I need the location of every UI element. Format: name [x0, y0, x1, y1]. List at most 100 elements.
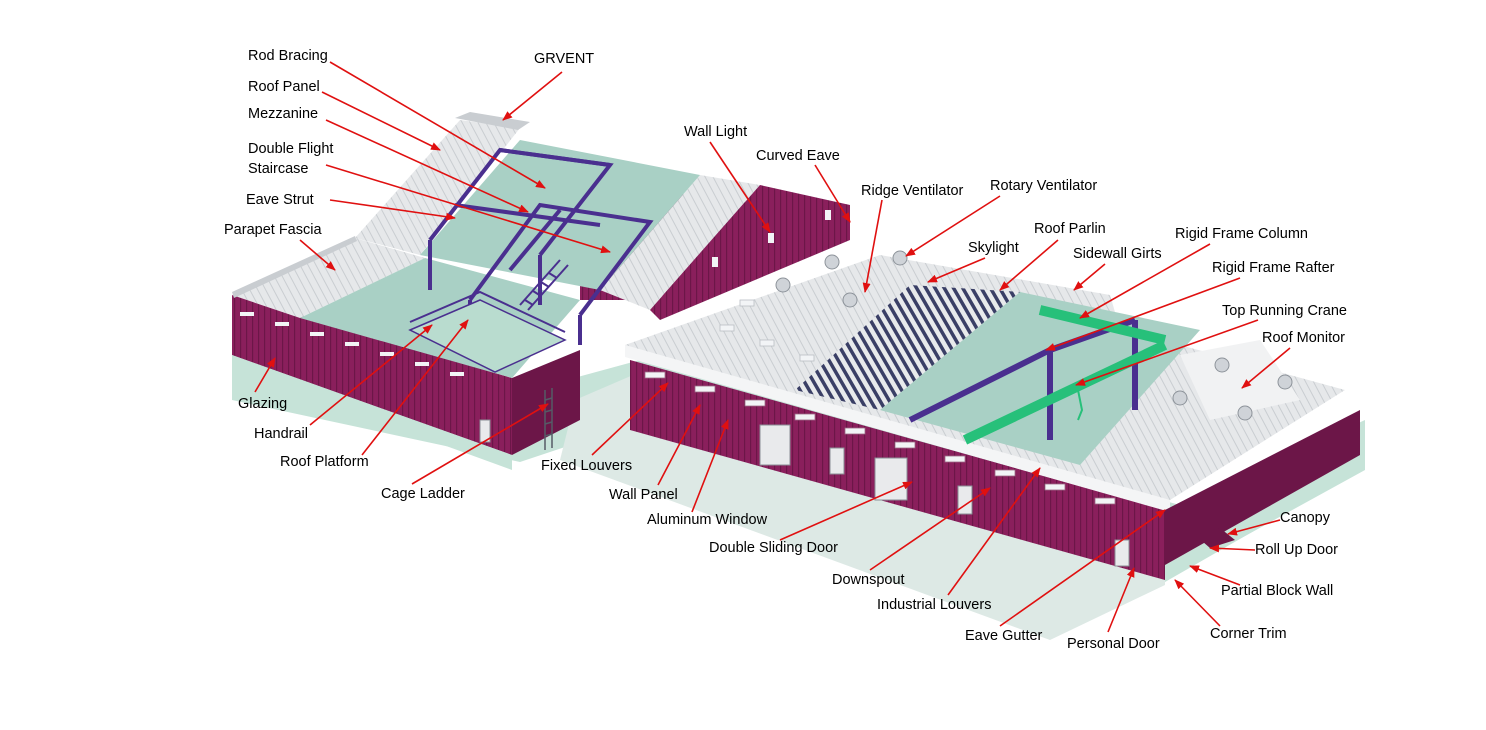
pointer-double-sliding-door [779, 481, 913, 541]
pointer-personal-door [1107, 567, 1135, 633]
pointer-fixed-louvers [591, 382, 669, 456]
pointer-ridge-ventilator [862, 199, 883, 293]
label-industrial-louvers: Industrial Louvers [877, 597, 991, 613]
canopy [1195, 528, 1235, 548]
label-rigid-frame-rafter: Rigid Frame Rafter [1212, 260, 1335, 276]
pointer-aluminum-window [691, 419, 729, 513]
double-sliding-doors [759, 424, 908, 501]
pointer-wall-panel [657, 404, 701, 486]
crane-hoist-cable [1077, 389, 1084, 421]
label-cage-ladder: Cage Ladder [381, 486, 465, 502]
label-wall-panel: Wall Panel [609, 487, 678, 503]
pointer-sidewall-girts [1073, 263, 1106, 291]
grvent-ridge [455, 112, 530, 130]
pointer-roll-up-door [1209, 544, 1256, 553]
mezz-steel-frame [428, 147, 654, 345]
pointer-industrial-louvers [947, 467, 1041, 596]
left-front-wall-base [232, 355, 512, 470]
mezz-gable-wall [650, 185, 850, 320]
pointer-corner-trim [1174, 579, 1221, 627]
label-roof-platform: Roof Platform [280, 454, 369, 470]
label-layer: Rod Bracing GRVENT Roof Panel Mezzanine … [224, 48, 1347, 652]
pointer-eave-strut [329, 199, 456, 221]
label-eave-gutter: Eave Gutter [965, 628, 1043, 644]
label-canopy: Canopy [1280, 510, 1331, 526]
pointer-rigid-frame-rafter [1045, 277, 1241, 351]
label-fixed-louvers: Fixed Louvers [541, 458, 632, 474]
label-handrail: Handrail [254, 426, 308, 442]
pointer-rigid-frame-column [1079, 243, 1211, 319]
label-roof-monitor: Roof Monitor [1262, 330, 1345, 346]
pointer-partial-block-wall [1189, 565, 1241, 586]
label-rod-bracing: Rod Bracing [248, 48, 328, 64]
left-parapet-top [232, 236, 357, 298]
label-double-flight-line2: Staircase [248, 161, 308, 177]
pointer-wall-light [709, 141, 771, 233]
roof-purlin-area [795, 285, 1020, 410]
label-parapet-fascia: Parapet Fascia [224, 222, 322, 238]
pointer-skylight [927, 257, 986, 283]
label-wall-light: Wall Light [684, 124, 747, 140]
double-flight-staircase [519, 259, 569, 311]
label-roll-up-door: Roll Up Door [1255, 542, 1338, 558]
pointer-glazing [254, 357, 276, 393]
left-side-wall [512, 350, 580, 455]
aluminum-windows [644, 371, 1116, 505]
label-corner-trim: Corner Trim [1210, 626, 1287, 642]
building-illustration [232, 112, 1365, 640]
pointer-parapet-fascia [299, 239, 336, 271]
label-partial-block-wall: Partial Block Wall [1221, 583, 1333, 599]
label-grvent: GRVENT [534, 51, 594, 67]
label-eave-strut: Eave Strut [246, 192, 314, 208]
pointer-canopy [1227, 519, 1281, 536]
roof-monitor [1180, 340, 1300, 420]
label-skylight: Skylight [968, 240, 1019, 256]
label-glazing: Glazing [238, 396, 287, 412]
label-mezzanine: Mezzanine [248, 106, 318, 122]
mezz-interior-floor [420, 140, 700, 290]
label-downspout: Downspout [832, 572, 905, 588]
pointer-rod-bracing [329, 61, 546, 189]
label-top-running-crane: Top Running Crane [1222, 303, 1347, 319]
label-double-sliding-door: Double Sliding Door [709, 540, 838, 556]
cage-ladder [544, 388, 553, 450]
roof-platform [408, 299, 567, 373]
label-double-flight-line1: Double Flight [248, 141, 333, 157]
pointer-roof-platform [361, 319, 469, 456]
label-roof-parlin: Roof Parlin [1034, 221, 1106, 237]
wall-lights [712, 210, 831, 267]
rotary-ventilators [775, 250, 1293, 421]
top-running-crane [962, 305, 1168, 445]
pointer-roof-parlin [999, 239, 1059, 291]
pointer-downspout [869, 487, 991, 571]
label-roof-panel: Roof Panel [248, 79, 320, 95]
label-ridge-ventilator: Ridge Ventilator [861, 183, 964, 199]
skylights [719, 299, 815, 362]
interior-floor [880, 292, 1200, 465]
pointer-roof-monitor [1241, 347, 1291, 389]
pointer-top-running-crane [1075, 319, 1259, 386]
pointer-handrail [309, 324, 433, 426]
mezz-right-roof [600, 175, 760, 310]
pointer-lines [254, 61, 1291, 633]
pointer-mezzanine [325, 119, 529, 213]
pointer-curved-eave [814, 164, 851, 223]
label-sidewall-girts: Sidewall Girts [1073, 246, 1162, 262]
pointer-cage-ladder [411, 403, 549, 485]
pointer-grvent [502, 71, 563, 121]
pointer-double-flight [325, 164, 611, 254]
label-personal-door: Personal Door [1067, 636, 1160, 652]
pointer-rotary-ventilator [905, 195, 1001, 257]
label-rigid-frame-column: Rigid Frame Column [1175, 226, 1308, 242]
pointer-roof-panel [321, 91, 441, 151]
left-roof-panel [232, 238, 425, 318]
handrail [409, 290, 566, 333]
pointer-eave-gutter [999, 509, 1166, 627]
mezz-left-roof [355, 120, 520, 255]
label-rotary-ventilator: Rotary Ventilator [990, 178, 1097, 194]
glazing-windows [240, 312, 464, 376]
label-aluminum-window: Aluminum Window [647, 512, 768, 528]
label-curved-eave: Curved Eave [756, 148, 840, 164]
